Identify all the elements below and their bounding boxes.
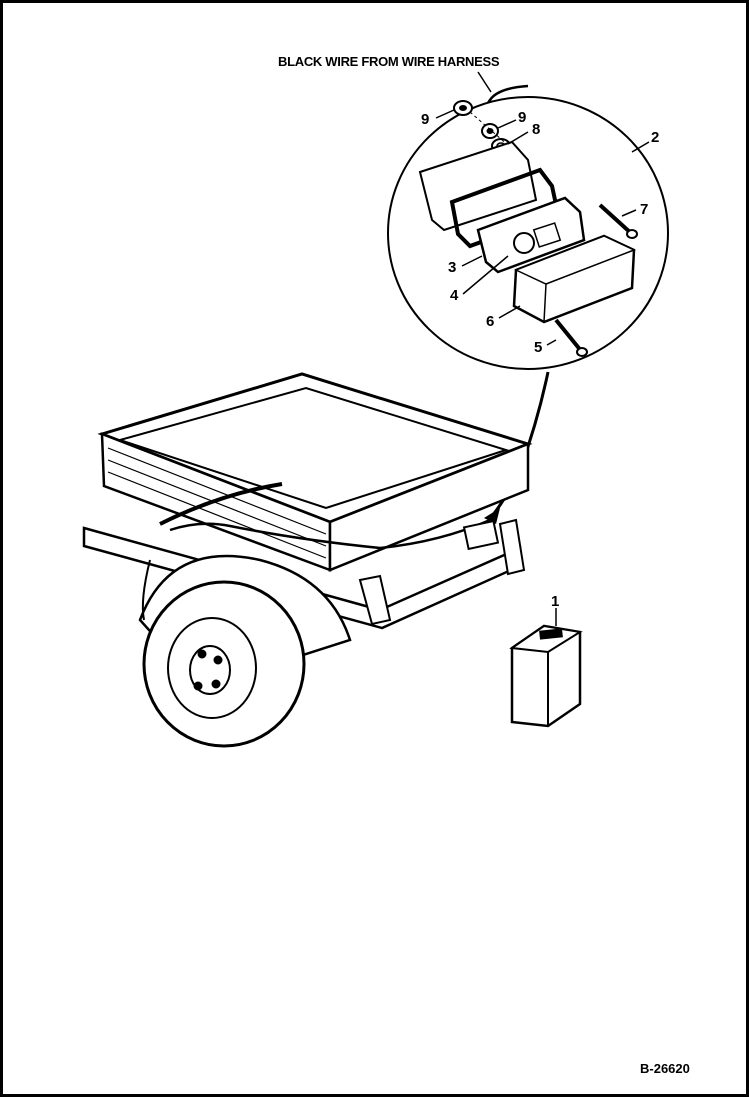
callout-6: 6 [486,313,494,330]
callout-9-upper: 9 [421,111,429,128]
callout-2: 2 [651,129,659,146]
nut-9-lower [481,123,499,139]
header-label: BLACK WIRE FROM WIRE HARNESS [278,54,500,69]
callout-3: 3 [448,259,456,276]
part-box-1 [509,624,583,728]
callout-leaders [435,109,650,626]
trailer [82,372,533,748]
lens-housing [512,234,636,324]
bulb [513,232,535,254]
screw-7 [598,203,638,239]
bulb-socket [532,222,562,248]
figure-number: B-26620 [640,1061,690,1076]
callout-1: 1 [551,593,559,610]
callout-7: 7 [640,201,648,218]
header-leader [477,71,492,93]
callout-8: 8 [532,121,540,138]
callout-5: 5 [534,339,542,356]
callout-9-lower: 9 [518,109,526,126]
screw-5 [554,318,588,357]
nut-9-upper [453,100,473,116]
callout-4: 4 [450,287,459,304]
